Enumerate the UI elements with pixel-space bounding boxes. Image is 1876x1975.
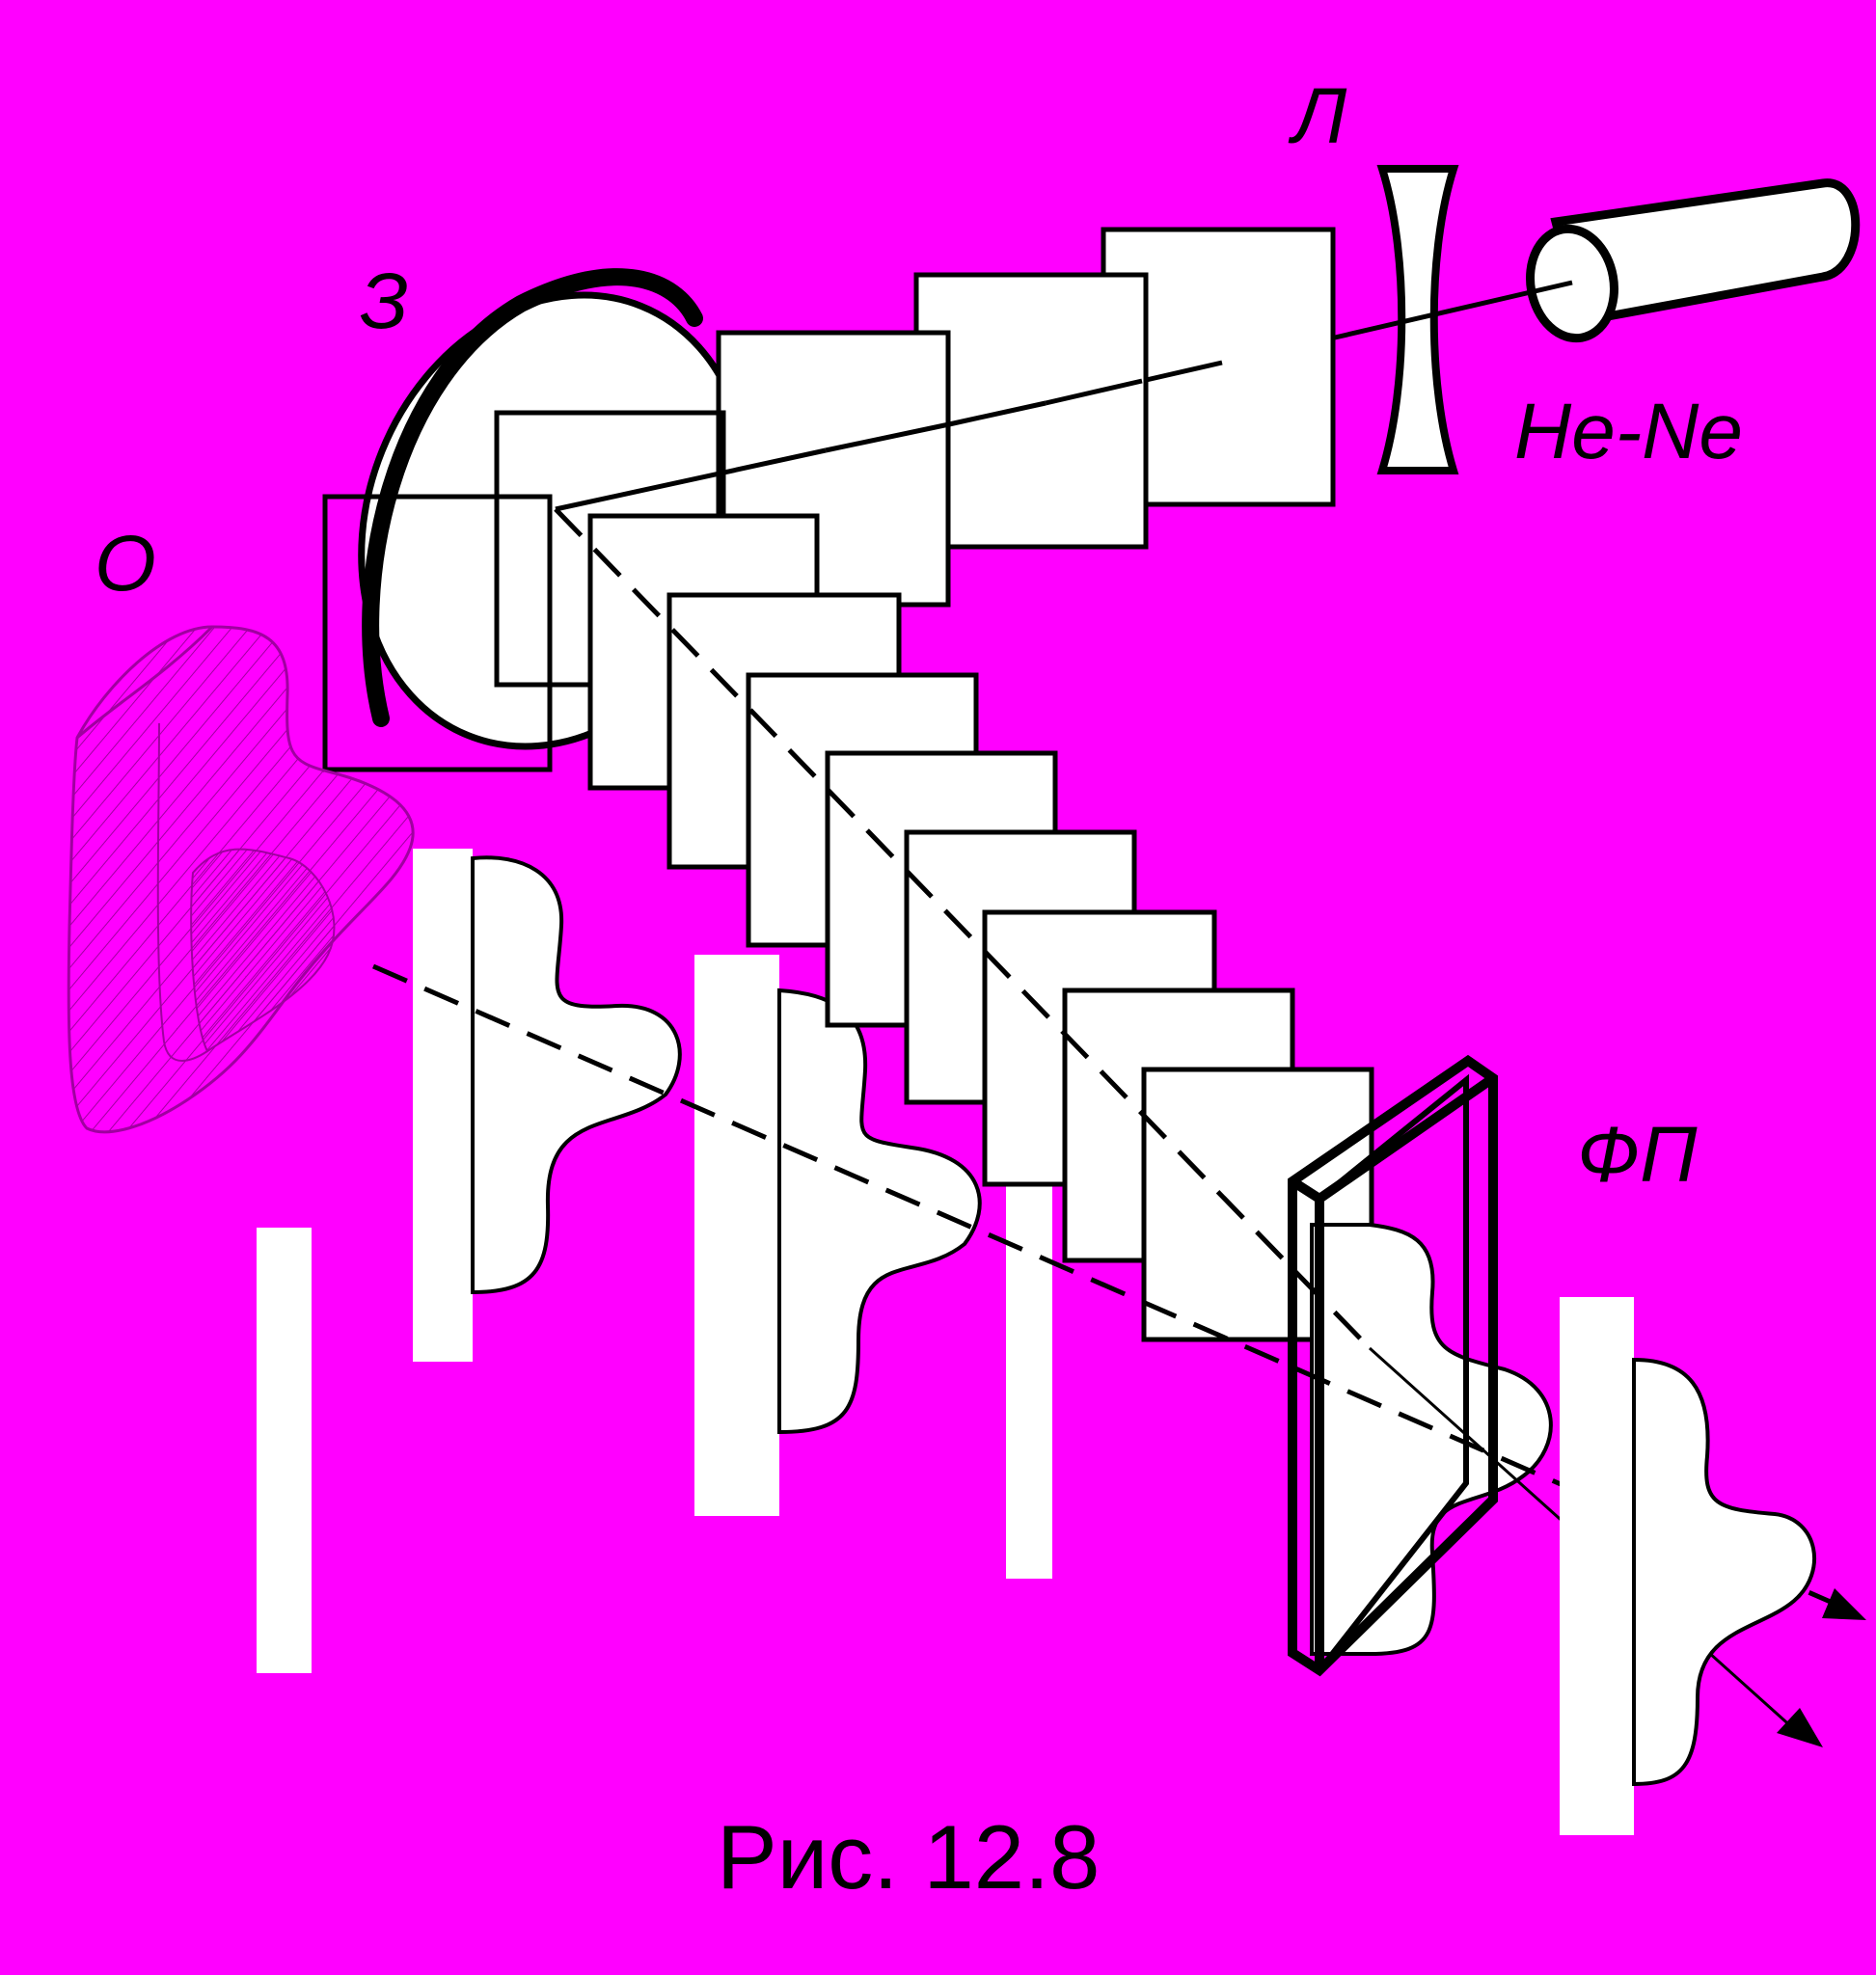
photoplate-label: ФП	[1577, 1111, 1698, 1199]
object-beam	[372, 963, 1866, 1620]
wavefront-bar	[1006, 1181, 1052, 1579]
object-label: О	[95, 520, 156, 608]
object-O	[67, 625, 415, 1134]
figure-caption: Рис. 12.8	[717, 1806, 1100, 1907]
laser-label: He-Ne	[1514, 388, 1743, 475]
laser-tube	[1526, 178, 1861, 343]
wavefront-bar	[257, 1228, 312, 1673]
mirror-label: З	[360, 257, 408, 345]
reference-frame	[322, 494, 553, 772]
reconstructed-wavefront	[1560, 1297, 1816, 1835]
photo-plate	[1288, 1054, 1498, 1677]
object-wavefront	[413, 849, 682, 1362]
lens-label: Л	[1288, 72, 1347, 160]
object-wavefront	[694, 955, 982, 1516]
reference-frame	[913, 272, 1149, 550]
object-wavefront	[1310, 1223, 1553, 1656]
